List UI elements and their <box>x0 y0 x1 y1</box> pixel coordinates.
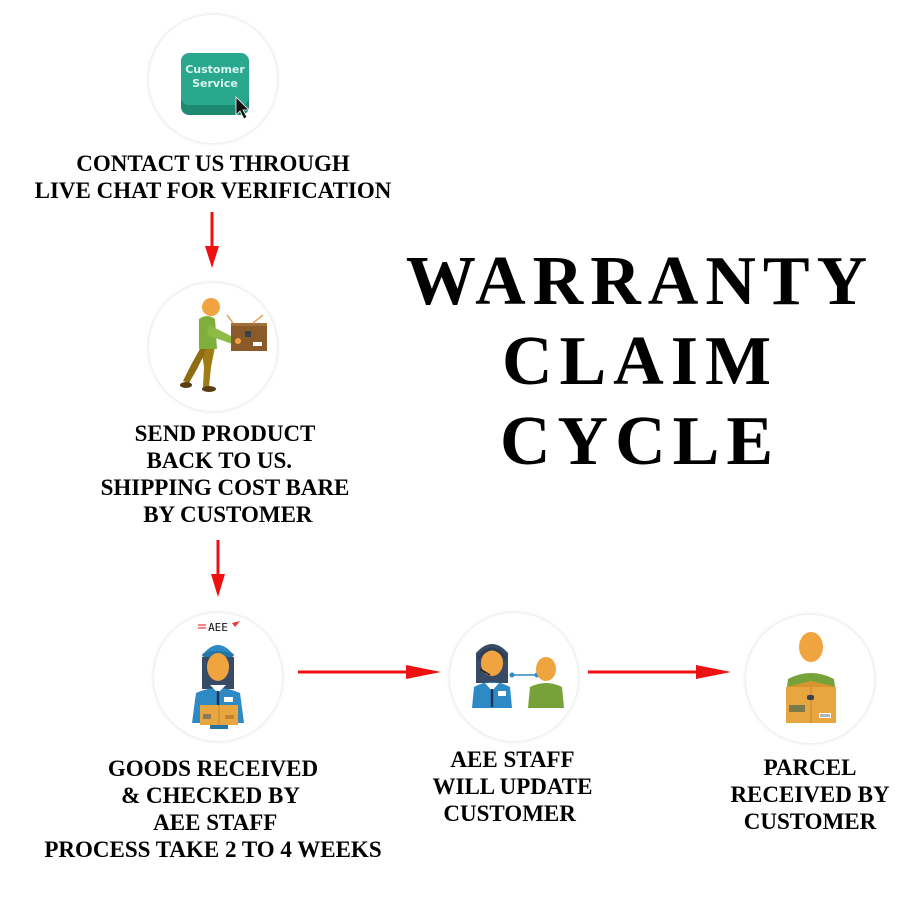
step-2-icon-circle <box>148 282 278 412</box>
step-1-label: CONTACT US THROUGH LIVE CHAT FOR VERIFIC… <box>34 151 392 203</box>
title-line-2: CLAIM <box>501 323 779 400</box>
customer-service-button-icon: Customer Service <box>181 53 250 120</box>
aee-logo-icon: AEE <box>198 621 240 634</box>
title-line-3: CYCLE <box>499 403 781 480</box>
aee-logo-text: AEE <box>208 621 228 634</box>
arrow-right-1 <box>298 665 441 679</box>
step-3-label: GOODS RECEIVED & CHECKED BY AEE STAFF PR… <box>44 756 382 862</box>
person-carrying-box-icon <box>180 298 267 392</box>
arrow-down-2 <box>211 540 225 597</box>
step-5-icon-circle <box>745 614 875 744</box>
title-line-1: WARRANTY <box>405 243 875 320</box>
step-4-label: AEE STAFF WILL UPDATE CUSTOMER <box>432 747 593 826</box>
arrow-down-1 <box>205 212 219 268</box>
step-5-label: PARCEL RECEIVED BY CUSTOMER <box>730 755 890 834</box>
customer-holding-parcel-icon <box>786 632 836 723</box>
step-2-label: SEND PRODUCT BACK TO US. SHIPPING COST B… <box>100 421 350 527</box>
mouse-cursor-icon <box>235 96 250 120</box>
courier-staff-with-parcel-icon: AEE <box>192 621 244 729</box>
step-3-icon-circle: AEE <box>153 612 283 742</box>
step-1-icon-circle: Customer Service <box>148 14 278 144</box>
step-4-icon-circle <box>449 612 579 742</box>
arrow-right-2 <box>588 665 731 679</box>
customer-service-text-line-1: Customer <box>185 63 245 76</box>
customer-service-text-line-2: Service <box>192 77 238 90</box>
support-agent-with-customer-icon <box>472 644 564 708</box>
diagram-title: WARRANTY CLAIM CYCLE <box>380 242 900 482</box>
